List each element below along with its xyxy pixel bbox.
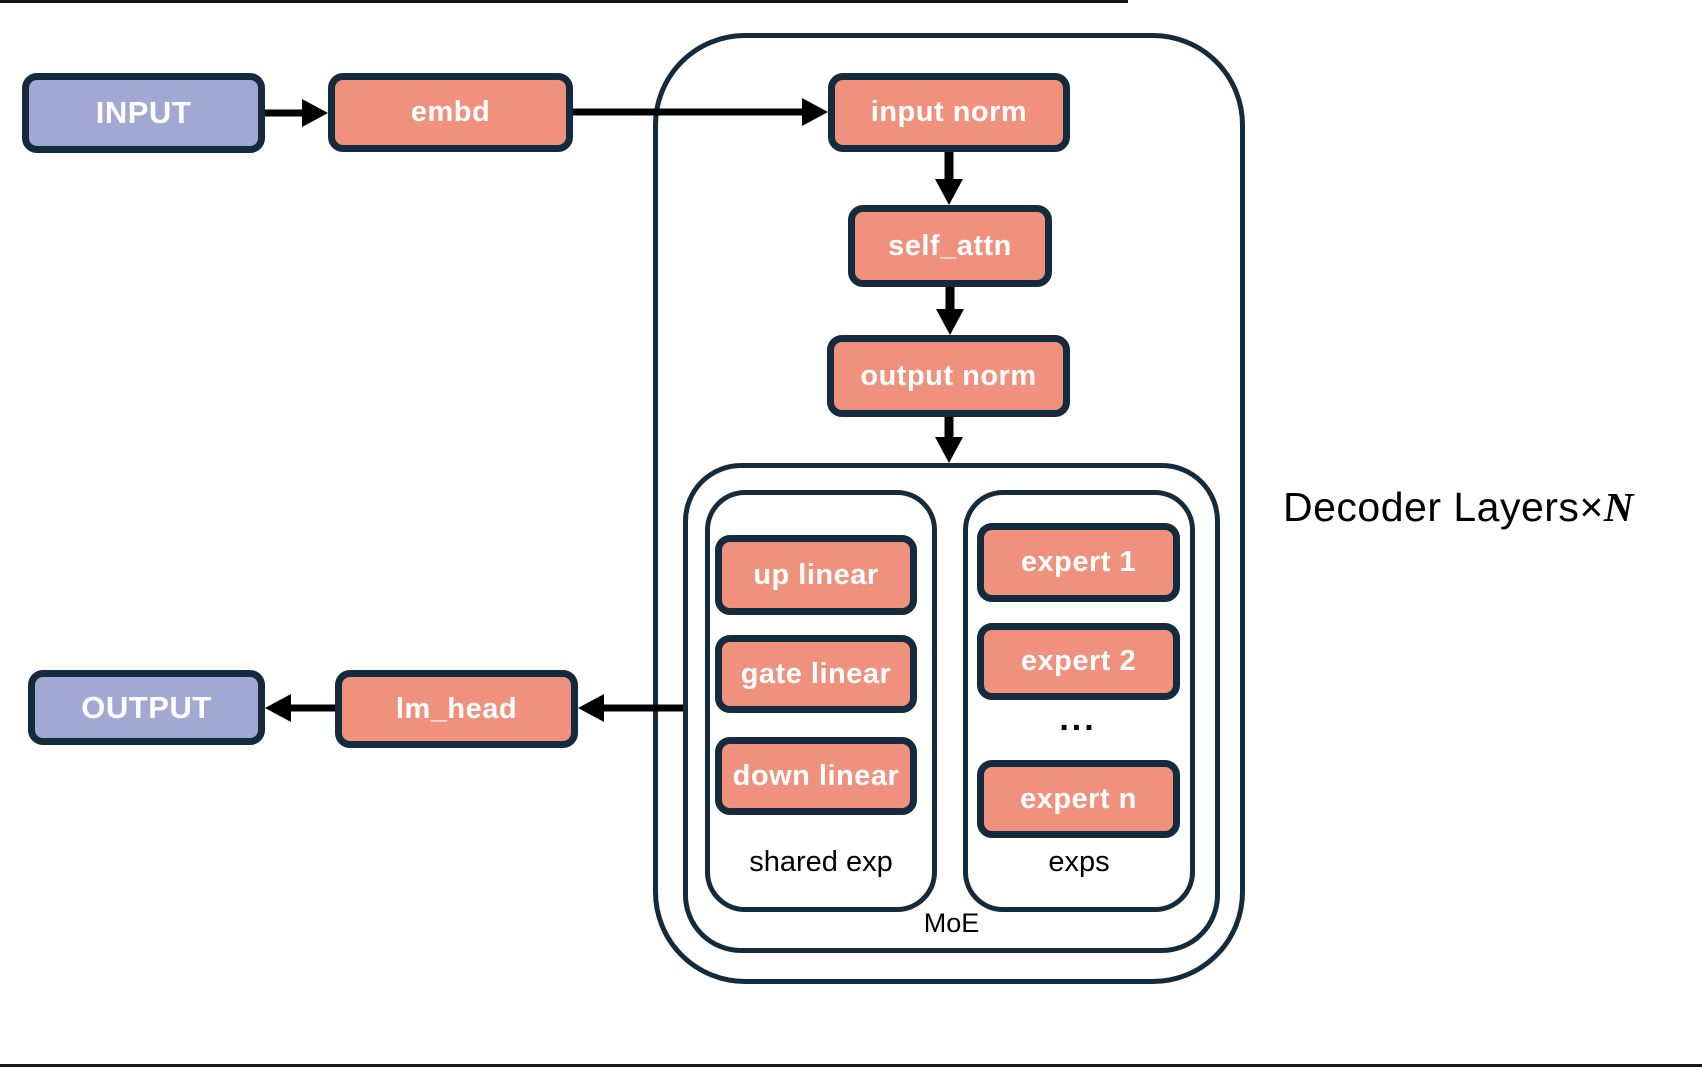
exps-container	[963, 490, 1195, 912]
expert-1-node: expert 1	[977, 523, 1180, 602]
expert-2-node: expert 2	[977, 623, 1180, 700]
experts-ellipsis: ...	[1059, 700, 1097, 738]
self-attn-node-label: self_attn	[888, 229, 1012, 262]
shared-exp-container	[705, 490, 937, 912]
output-node-label: OUTPUT	[81, 689, 212, 725]
output-node: OUTPUT	[28, 670, 265, 745]
embd-node: embd	[328, 73, 573, 152]
moe-label: MoE	[923, 908, 980, 938]
input-node-label: INPUT	[95, 95, 192, 130]
embd-node-label: embd	[410, 96, 491, 128]
gate-linear-node-label: gate linear	[740, 657, 892, 690]
output-norm-node: output norm	[827, 335, 1070, 417]
lm-head-node-label: lm_head	[395, 692, 518, 725]
down-linear-node-label: down linear	[732, 759, 900, 792]
output-norm-node-label: output norm	[860, 359, 1037, 392]
shared-exp-label: shared exp	[749, 846, 893, 878]
top-edge-line	[0, 0, 1128, 3]
down-linear-node: down linear	[715, 737, 917, 815]
decoder-layers-container	[653, 33, 1245, 984]
gate-linear-node: gate linear	[715, 635, 917, 713]
up-linear-node: up linear	[715, 535, 917, 615]
decoder-layers-label: Decoder Layers×N	[1283, 483, 1634, 531]
bottom-edge-line	[0, 1064, 1702, 1067]
moe-container	[683, 463, 1220, 953]
input-node: INPUT	[22, 73, 265, 153]
expert-2-node-label: expert 2	[1020, 645, 1137, 677]
decoder-layers-n-variable: N	[1603, 484, 1634, 530]
expert-n-node: expert n	[977, 760, 1180, 838]
input-norm-node-label: input norm	[870, 96, 1028, 128]
input-norm-node: input norm	[828, 73, 1070, 152]
arrow-lm-head-to-output	[265, 694, 335, 722]
exps-label: exps	[1048, 846, 1110, 878]
arrow-input-to-embd	[265, 99, 328, 127]
lm-head-node: lm_head	[335, 670, 578, 748]
expert-1-node-label: expert 1	[1020, 546, 1137, 578]
decoder-layers-label-text: Decoder Layers×	[1283, 484, 1604, 530]
self-attn-node: self_attn	[848, 205, 1052, 287]
up-linear-node-label: up linear	[753, 558, 879, 591]
expert-n-node-label: expert n	[1020, 782, 1137, 815]
